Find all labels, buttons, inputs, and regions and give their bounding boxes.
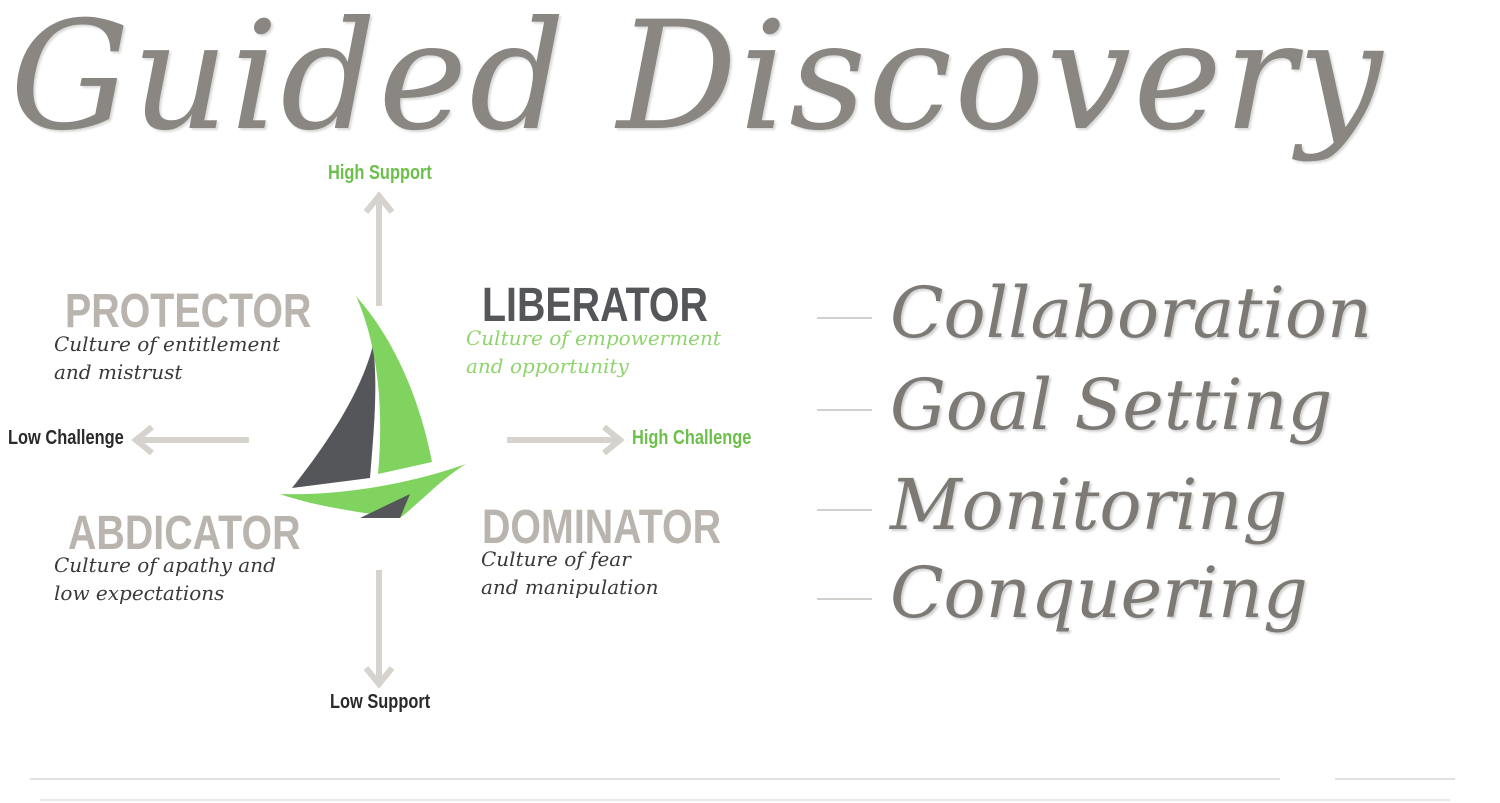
axis-label-low-challenge: Low Challenge [8, 427, 124, 449]
list-dash [817, 509, 872, 511]
quadrant-title-dominator: DOMINATOR [482, 501, 722, 554]
axis-label-high-challenge: High Challenge [632, 427, 752, 449]
quadrant-subtitle-abdicator: Culture of apathy and low expectations [54, 553, 276, 605]
quadrant-title-liberator: LIBERATOR [482, 279, 708, 332]
list-item-collaboration: Collaboration [890, 272, 1373, 354]
arrow-up-icon [363, 191, 395, 306]
list-dash [817, 598, 872, 600]
arrow-right-icon [507, 424, 625, 456]
list-dash [817, 317, 872, 319]
list-dash [817, 409, 872, 411]
sailboat-logo-icon [280, 296, 466, 518]
axis-label-high-support: High Support [328, 162, 432, 184]
divider-line [1335, 778, 1455, 780]
quadrant-subtitle-dominator: Culture of fear and manipulation [481, 547, 659, 599]
list-item-goal-setting: Goal Setting [890, 364, 1333, 446]
divider-line [40, 799, 1450, 801]
quadrant-title-protector: PROTECTOR [65, 285, 312, 338]
arrow-left-icon [131, 424, 249, 456]
quadrant-subtitle-liberator: Culture of empowerment and opportunity [466, 326, 721, 378]
axis-label-low-support: Low Support [330, 691, 431, 713]
quadrant-title-abdicator: ABDICATOR [68, 507, 301, 560]
quadrant-subtitle-protector: Culture of entitlement and mistrust [54, 332, 281, 384]
list-item-monitoring: Monitoring [890, 464, 1288, 546]
page-title: Guided Discovery [10, 0, 1385, 164]
divider-line [30, 778, 1280, 780]
list-item-conquering: Conquering [890, 552, 1308, 634]
arrow-down-icon [363, 570, 395, 689]
